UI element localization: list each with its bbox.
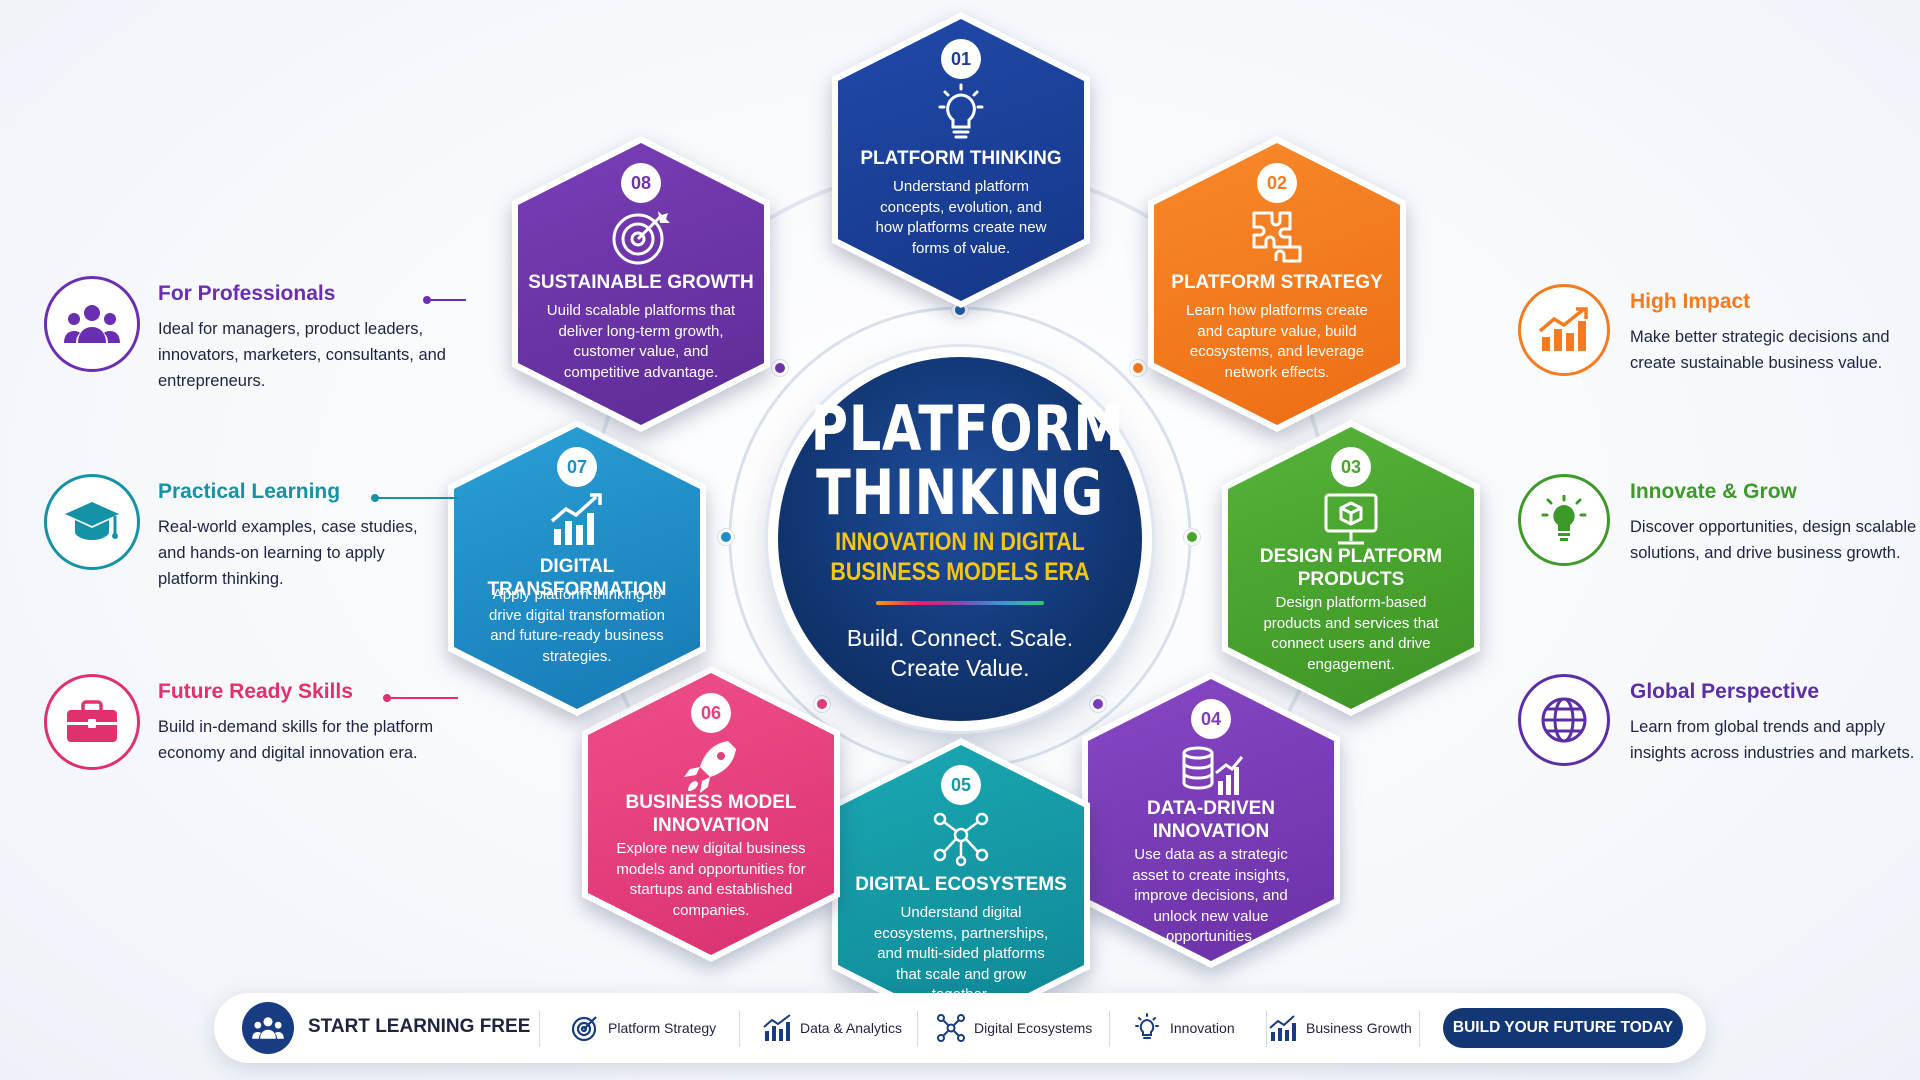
puzzle-icon (1252, 211, 1302, 263)
feature-global-perspective: Global Perspective Learn from global tre… (1518, 674, 1918, 784)
bottom-item-business-growth[interactable]: Business Growth (1268, 993, 1412, 1063)
module-desc: Understand platform concepts, evolution,… (875, 178, 1047, 257)
feature-accent-line (383, 694, 458, 702)
module-number: 05 (941, 765, 981, 805)
bottom-item-platform-strategy[interactable]: Platform Strategy (570, 993, 716, 1063)
module-title: DIGITAL ECOSYSTEMS (855, 874, 1067, 895)
module-desc: Explore new digital business models and … (616, 840, 806, 919)
center-tagline: Build. Connect. Scale. Create Value. (846, 625, 1074, 681)
lightbulb-icon (938, 83, 984, 139)
connector-dot-07 (718, 529, 734, 545)
module-number: 06 (691, 693, 731, 733)
target-icon (571, 1016, 597, 1042)
module-number: 07 (557, 447, 597, 487)
feature-for-professionals: For Professionals Ideal for managers, pr… (44, 276, 466, 390)
lightbulb-icon (1135, 1013, 1159, 1039)
build-your-future-button[interactable]: BUILD YOUR FUTURE TODAY (1443, 1008, 1683, 1048)
lightbulb-icon (1518, 474, 1610, 566)
divider (739, 1011, 740, 1047)
feature-desc: Discover opportunities, design scalable … (1630, 518, 1917, 562)
module-title: PLATFORM THINKING (860, 148, 1062, 169)
module-title: SUSTAINABLE GROWTH (528, 272, 754, 293)
feature-title: Future Ready Skills (158, 680, 353, 703)
growth-chart-icon (1269, 1015, 1296, 1041)
connector-dot-08 (772, 360, 788, 376)
feature-desc: Learn from global trends and apply insig… (1630, 718, 1915, 762)
module-number: 02 (1257, 163, 1297, 203)
people-icon (44, 276, 140, 372)
connector-dot-04 (1090, 696, 1106, 712)
module-number: 04 (1191, 699, 1231, 739)
monitor-cube-icon (1324, 493, 1378, 545)
module-desc: Design platform-based products and servi… (1263, 594, 1439, 673)
briefcase-icon (44, 674, 140, 770)
divider (917, 1011, 918, 1047)
module-desc: Uuild scalable platforms that deliver lo… (546, 302, 736, 381)
module-desc: Use data as a strategic asset to create … (1132, 846, 1290, 945)
center-subtitle: INNOVATION IN DIGITAL BUSINESS MODELS ER… (830, 528, 1090, 586)
module-title: DATA-DRIVEN INNOVATION (1146, 798, 1276, 842)
module-title: BUSINESS MODEL INNOVATION (625, 792, 797, 836)
feature-high-impact: High Impact Make better strategic decisi… (1518, 284, 1918, 394)
divider (539, 1011, 540, 1047)
growth-chart-icon (550, 493, 602, 545)
rainbow-divider (876, 601, 1044, 605)
network-people-icon (933, 812, 989, 867)
database-chart-icon (1182, 746, 1244, 795)
target-icon (612, 211, 670, 265)
module-number: 08 (621, 163, 661, 203)
connector-dot-03 (1184, 529, 1200, 545)
bottom-item-label: Innovation (1170, 1020, 1235, 1036)
feature-title: For Professionals (158, 282, 336, 305)
feature-practical-learning: Practical Learning Real-world examples, … (44, 474, 458, 588)
feature-desc: Make better strategic decisions and crea… (1630, 328, 1890, 372)
feature-desc: Real-world examples, case studies, and h… (158, 518, 418, 588)
module-desc: Understand digital ecosystems, partnersh… (873, 904, 1049, 1003)
bottom-item-innovation[interactable]: Innovation (1132, 993, 1235, 1063)
feature-accent-line (423, 296, 466, 304)
module-number: 03 (1331, 447, 1371, 487)
bottom-item-label: Business Growth (1306, 1020, 1412, 1036)
module-number: 01 (941, 39, 981, 79)
bottom-item-data-analytics[interactable]: Data & Analytics (762, 993, 902, 1063)
start-learning-free-button[interactable]: START LEARNING FREE (308, 1016, 531, 1037)
center-hub: PLATFORM THINKING INNOVATION IN DIGITAL … (778, 357, 1142, 721)
globe-icon (1518, 674, 1610, 766)
module-title: DIGITAL TRANSFORMATION (487, 556, 667, 600)
feature-innovate-grow: Innovate & Grow Discover opportunities, … (1518, 474, 1918, 584)
feature-future-ready-skills: Future Ready Skills Build in-demand skil… (44, 674, 458, 784)
divider (1266, 1011, 1267, 1047)
bar-chart-icon (763, 1014, 791, 1041)
divider (1419, 1011, 1420, 1047)
module-title: PLATFORM STRATEGY (1171, 272, 1383, 293)
module-desc: Learn how platforms create and capture v… (1186, 302, 1368, 381)
divider (1109, 1011, 1110, 1047)
bottom-item-digital-ecosystems[interactable]: Digital Ecosystems (936, 993, 1092, 1063)
feature-desc: Ideal for managers, product leaders, inn… (158, 320, 446, 390)
feature-accent-line (371, 494, 458, 502)
people-icon (242, 1002, 294, 1054)
connector-dot-02 (1130, 360, 1146, 376)
bottom-bar: START LEARNING FREE Platform Strategy Da… (214, 993, 1706, 1063)
bottom-item-label: Digital Ecosystems (974, 1020, 1093, 1036)
center-title: PLATFORM THINKING (810, 392, 1125, 529)
bottom-item-label: Data & Analytics (800, 1020, 902, 1036)
bar-chart-up-icon (1518, 284, 1610, 376)
bottom-item-label: Platform Strategy (608, 1020, 717, 1036)
feature-desc: Build in-demand skills for the platform … (158, 718, 434, 762)
feature-title: High Impact (1630, 290, 1751, 313)
feature-title: Practical Learning (158, 480, 341, 503)
feature-title: Innovate & Grow (1630, 480, 1797, 503)
connector-dot-06 (814, 696, 830, 712)
network-icon (937, 1014, 965, 1042)
module-desc: Apply platform thinking to drive digital… (489, 586, 665, 665)
graduation-cap-icon (44, 474, 140, 570)
rocket-icon (684, 741, 736, 793)
module-title: DESIGN PLATFORM PRODUCTS (1259, 546, 1443, 590)
feature-title: Global Perspective (1630, 680, 1820, 703)
